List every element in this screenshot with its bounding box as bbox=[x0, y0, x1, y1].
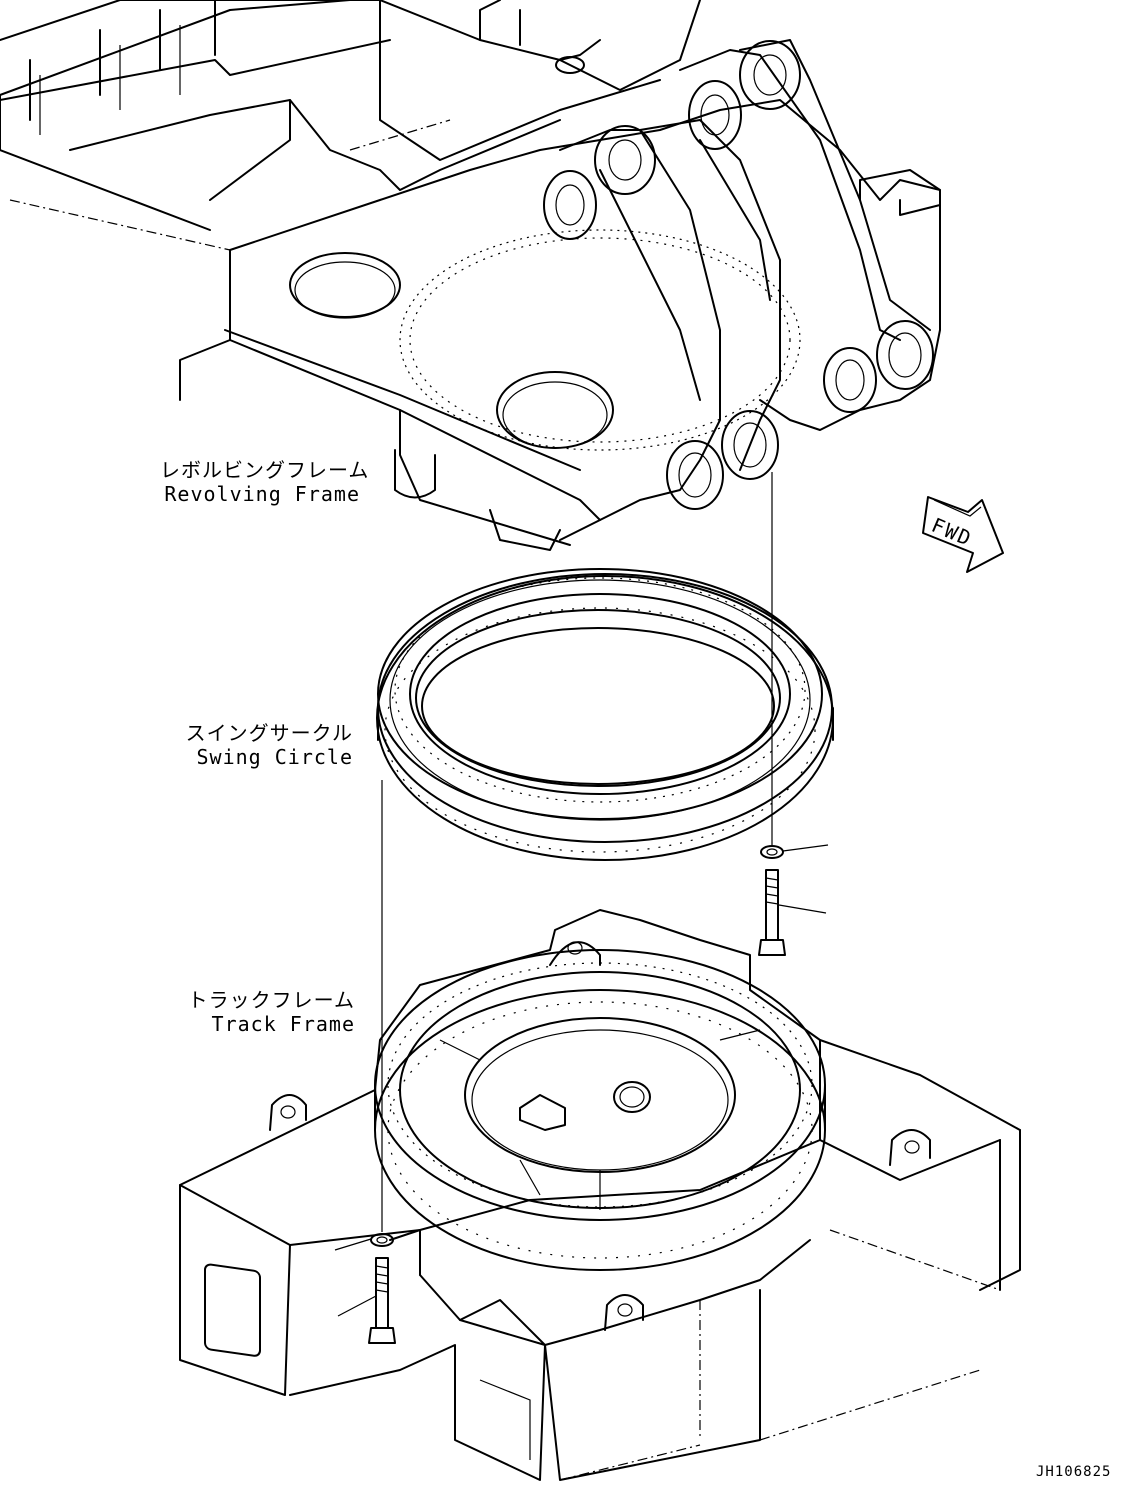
track-frame-label: トラックフレーム Track Frame bbox=[155, 988, 355, 1036]
upper-bolt-and-washer bbox=[758, 472, 829, 956]
swing-circle-label: スイングサークル Swing Circle bbox=[153, 721, 353, 769]
revolving-frame-drawing bbox=[0, 0, 941, 551]
swing-circle-label-en: Swing Circle bbox=[196, 745, 353, 769]
swing-circle-drawing bbox=[376, 568, 834, 861]
lower-bolt-and-washer bbox=[334, 780, 396, 1344]
track-frame-label-jp: トラックフレーム bbox=[187, 988, 355, 1012]
revolving-frame-label-en: Revolving Frame bbox=[164, 482, 360, 506]
swing-circle-label-jp: スイングサークル bbox=[185, 721, 353, 745]
revolving-frame-label-jp: レボルビングフレーム bbox=[160, 458, 370, 482]
fwd-arrow bbox=[922, 496, 1004, 573]
track-frame-drawing bbox=[179, 909, 1021, 1481]
drawing-code: JH106825 bbox=[1036, 1464, 1112, 1480]
revolving-frame-label: レボルビングフレーム Revolving Frame bbox=[160, 458, 370, 506]
track-frame-label-en: Track Frame bbox=[211, 1012, 355, 1036]
